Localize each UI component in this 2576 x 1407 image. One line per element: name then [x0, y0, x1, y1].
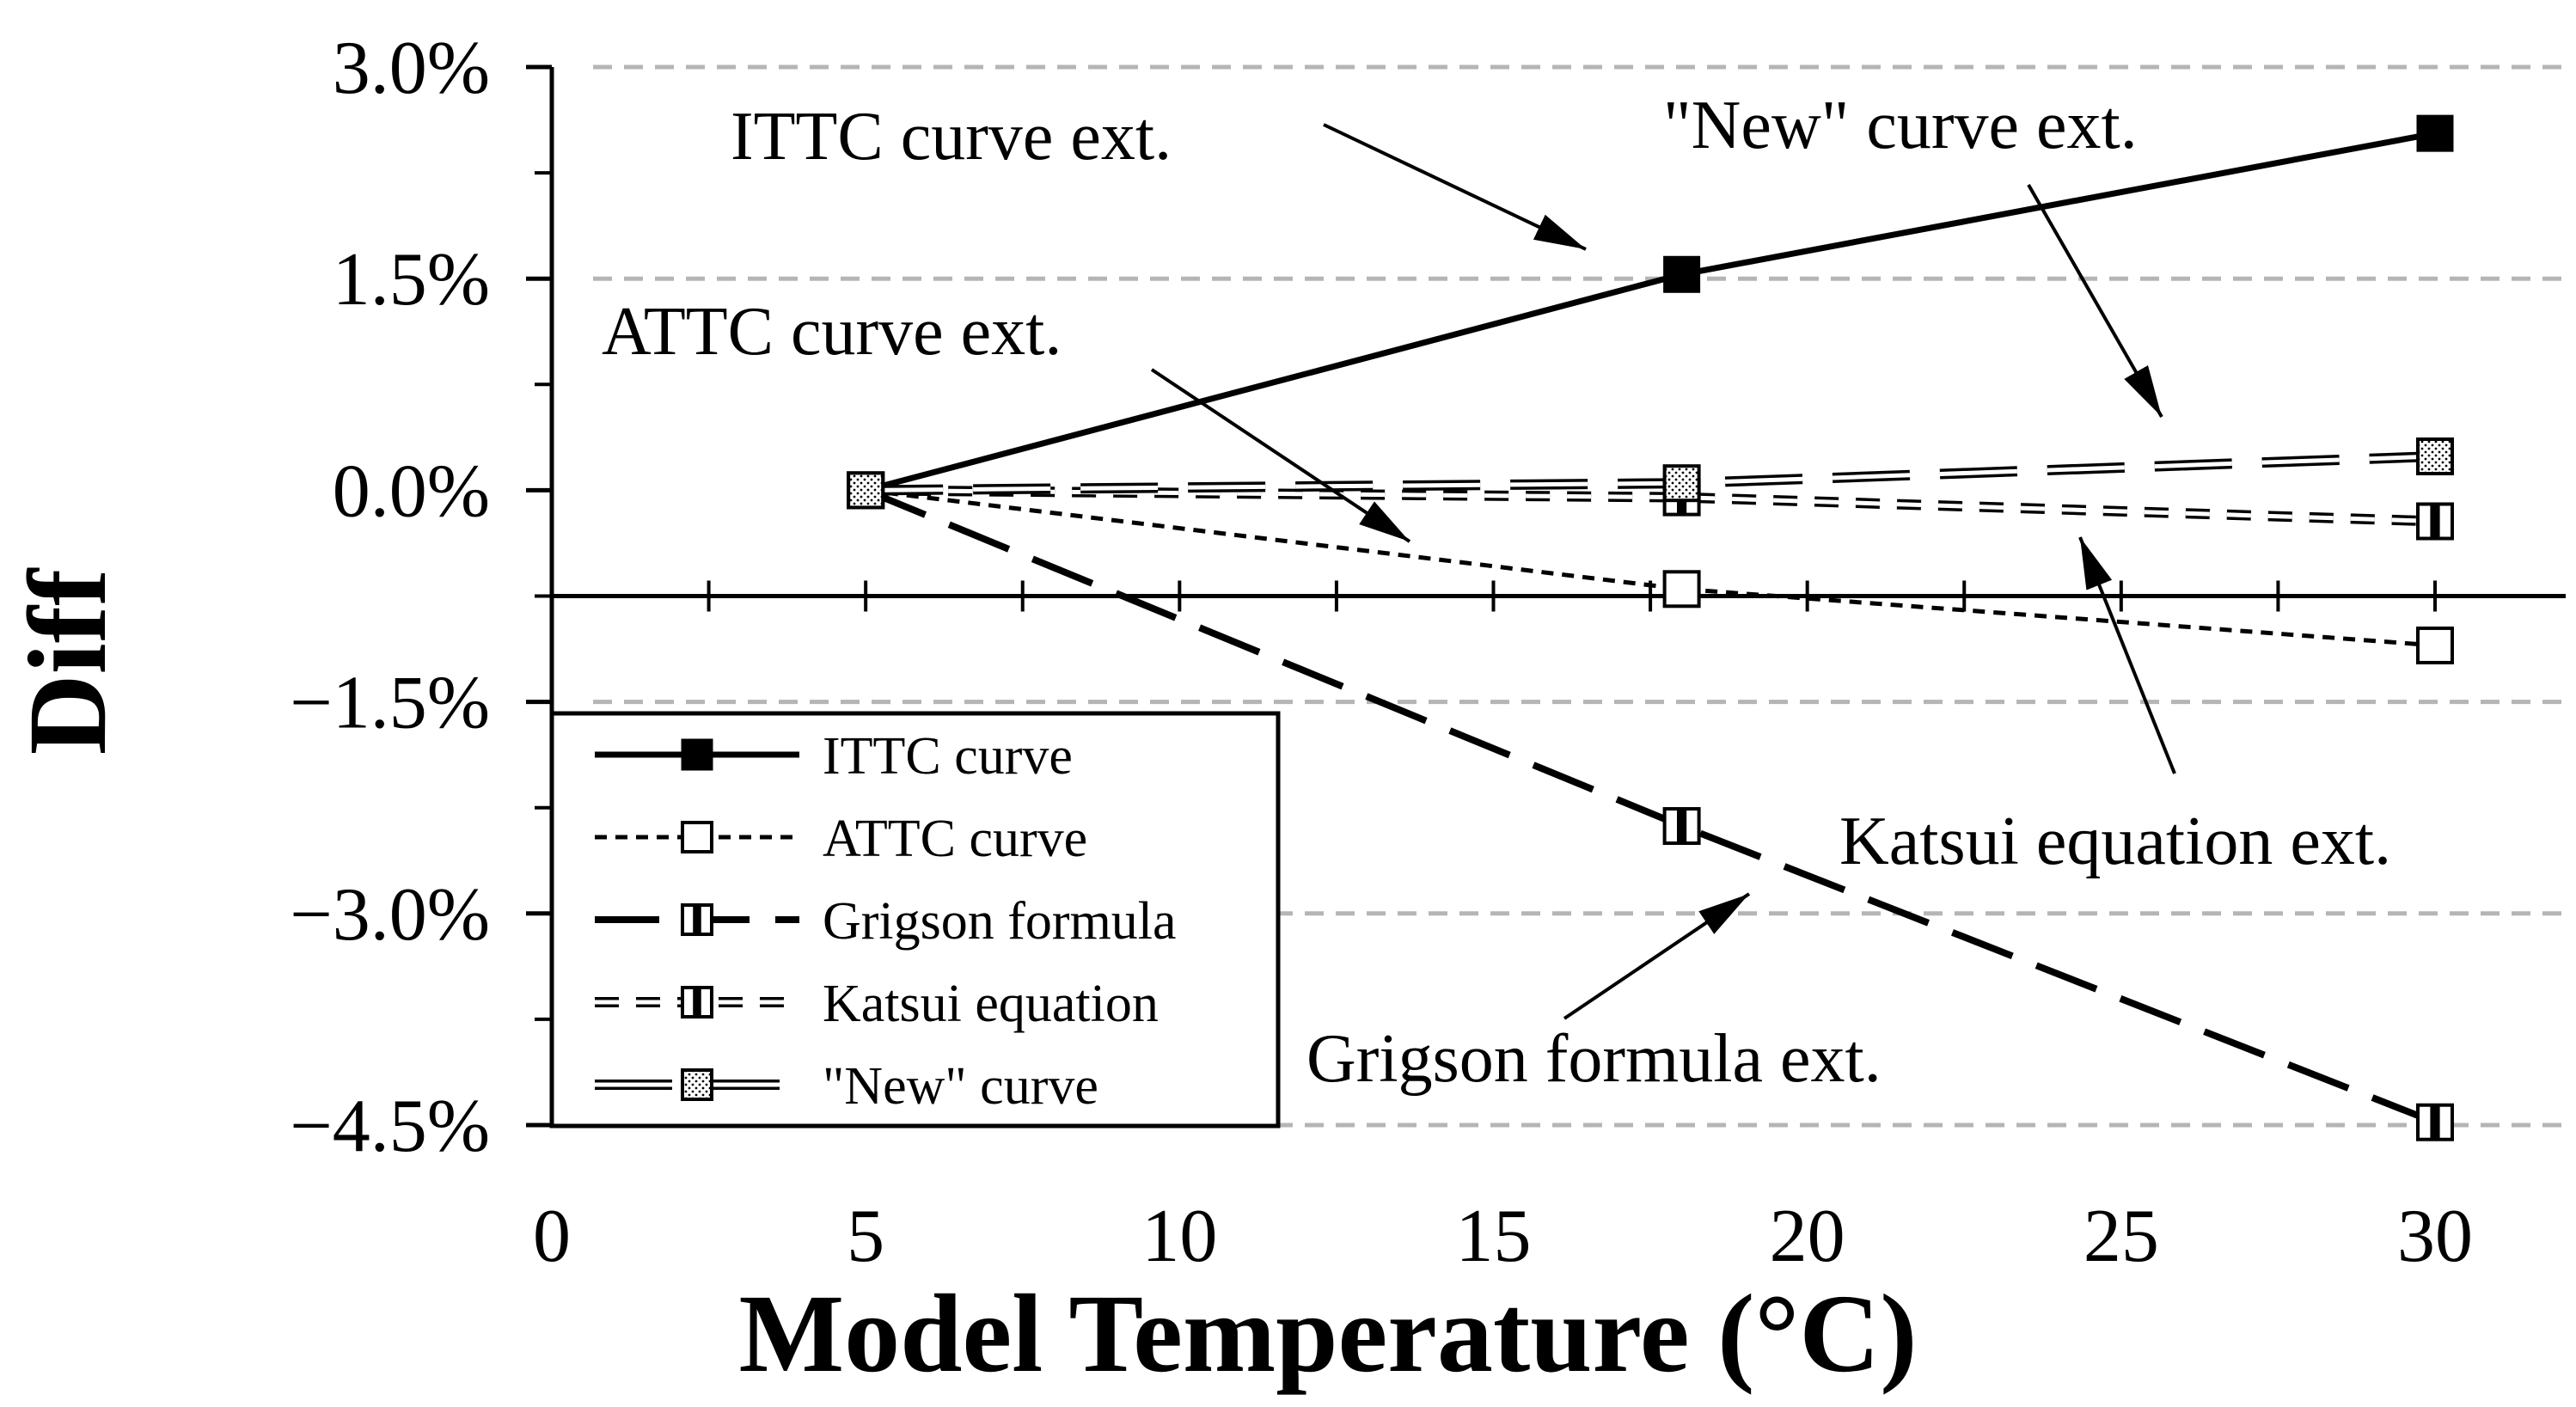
- y-tick-label-5: −4.5%: [290, 1085, 490, 1168]
- marker-0-2: [2416, 114, 2454, 152]
- legend-label-4: "New" curve: [823, 1057, 1098, 1116]
- marker-4-2: [2416, 437, 2454, 476]
- marker-3-2-bar: [2430, 504, 2440, 539]
- annotations: ITTC curve ext. "New" curve ext. ATTC curv…: [602, 88, 2391, 1097]
- legend-label-2: Grigson formula: [823, 892, 1177, 951]
- y-tick-label-3: −1.5%: [290, 662, 490, 745]
- marker-0-1: [1663, 255, 1701, 293]
- legend-marker-1: [681, 821, 713, 853]
- marker-2-2-bar: [2430, 1104, 2440, 1140]
- y-tick-label-0: 3.0%: [333, 27, 490, 110]
- y-tick-label-1: 1.5%: [333, 238, 490, 321]
- marker-4-0: [847, 471, 885, 510]
- legend-box: [549, 711, 1281, 1129]
- y-tick-label-4: −3.0%: [290, 873, 490, 957]
- x-tick-label-5: 25: [2083, 1195, 2159, 1278]
- marker-4-1: [1662, 464, 1701, 503]
- annotation-arrow-2: [1150, 368, 1411, 543]
- marker-1-1: [1662, 570, 1701, 609]
- y-tick-label-2: 0.0%: [333, 450, 490, 533]
- series-line-2: [864, 486, 2437, 1126]
- annotation-label-0: ITTC curve ext.: [731, 99, 1172, 174]
- legend-marker-3-bar: [693, 988, 701, 1017]
- annotation-label-2: ATTC curve ext.: [602, 294, 1062, 370]
- annotation-arrow-1: [2027, 184, 2163, 418]
- marker-1-2: [2416, 626, 2454, 664]
- y-tick-labels: 3.0% 1.5% 0.0% −1.5% −3.0% −4.5%: [290, 27, 490, 1168]
- series-markers: [847, 114, 2454, 1141]
- series-line-0: [865, 130, 2436, 493]
- legend-label-0: ITTC curve: [823, 727, 1073, 786]
- annotation-arrow-4: [1563, 892, 1751, 1020]
- x-tick-label-3: 15: [1456, 1195, 1532, 1278]
- x-tick-label-0: 0: [533, 1195, 571, 1278]
- x-tick-label-1: 5: [847, 1195, 884, 1278]
- annotation-label-4: Grigson formula ext.: [1306, 1021, 1882, 1097]
- x-axis-title: Model Temperature (°C): [738, 1272, 1917, 1396]
- legend-label-3: Katsui equation: [823, 975, 1159, 1033]
- x-tick-label-6: 30: [2397, 1195, 2473, 1278]
- annotation-label-3: Katsui equation ext.: [1839, 804, 2391, 879]
- x-tick-labels: 0 5 10 15 20 25 30: [533, 1195, 2473, 1278]
- gridlines: [593, 64, 2566, 1128]
- legend-label-1: ATTC curve: [823, 810, 1087, 868]
- y-axis-title: Diff: [6, 567, 130, 755]
- x-tick-label-4: 20: [1770, 1195, 1845, 1278]
- legend-marker-2-bar: [693, 905, 701, 934]
- legend-marker-0: [681, 738, 713, 771]
- annotation-arrow-0: [1323, 123, 1587, 251]
- annotation-arrow-3: [2078, 536, 2176, 774]
- x-tick-label-2: 10: [1141, 1195, 1217, 1278]
- legend-marker-4: [681, 1068, 713, 1101]
- annotation-label-1: "New" curve ext.: [1663, 88, 2138, 163]
- marker-2-1-bar: [1677, 809, 1687, 844]
- series-line-1: [865, 487, 2436, 648]
